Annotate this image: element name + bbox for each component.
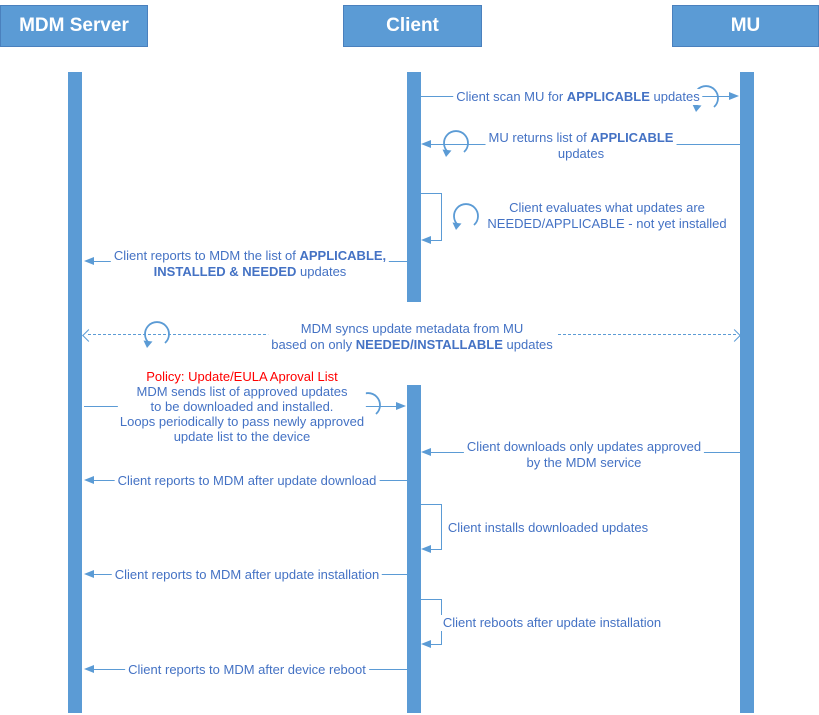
message-5-arrowhead-right bbox=[728, 329, 741, 342]
policy-annotation: Policy: Update/EULA Aproval List bbox=[146, 369, 338, 384]
message-6-label: Policy: Update/EULA Aproval List MDM sen… bbox=[117, 369, 367, 444]
message-9-arrowhead bbox=[421, 545, 431, 553]
message-9-loop-top bbox=[421, 504, 442, 505]
message-1-arrowhead bbox=[729, 92, 739, 100]
message-11-label: Client reboots after update installation bbox=[439, 615, 665, 631]
message-3-arrowhead bbox=[421, 236, 431, 244]
loop-icon bbox=[143, 321, 170, 348]
actor-box-mdm-server: MDM Server bbox=[0, 5, 148, 47]
message-9-label: Client installs downloaded updates bbox=[444, 520, 652, 536]
message-9-loop-side bbox=[441, 504, 442, 550]
message-10-arrowhead bbox=[84, 570, 94, 578]
message-2-label: MU returns list of APPLICABLE updates bbox=[485, 130, 677, 162]
message-5-label: MDM syncs update metadata from MU based … bbox=[268, 321, 556, 353]
actor-box-client: Client bbox=[343, 5, 482, 47]
message-3-loop-bottom bbox=[429, 240, 442, 241]
message-7-label: Client downloads only updates approved b… bbox=[463, 439, 705, 471]
message-11-loop-top bbox=[421, 599, 442, 600]
message-4-label: Client reports to MDM the list of APPLIC… bbox=[110, 248, 390, 280]
message-11-loop-bottom bbox=[429, 644, 442, 645]
message-2-arrowhead bbox=[421, 140, 431, 148]
lifeline-mdm-server bbox=[68, 72, 82, 713]
message-3-label: Client evaluates what updates are NEEDED… bbox=[484, 200, 730, 232]
message-3-loop-top bbox=[421, 193, 442, 194]
lifeline-mu bbox=[740, 72, 754, 713]
loop-icon bbox=[442, 130, 469, 157]
message-8-label: Client reports to MDM after update downl… bbox=[114, 473, 380, 489]
message-8-arrowhead bbox=[84, 476, 94, 484]
message-9-loop-bottom bbox=[429, 549, 442, 550]
message-7-arrowhead bbox=[421, 448, 431, 456]
loop-icon bbox=[452, 203, 479, 230]
message-4-arrowhead bbox=[84, 257, 94, 265]
message-1-label: Client scan MU for APPLICABLE updates bbox=[453, 89, 703, 105]
message-5-arrowhead-left bbox=[82, 329, 95, 342]
lifeline-client-upper bbox=[407, 72, 421, 302]
message-10-label: Client reports to MDM after update insta… bbox=[111, 567, 383, 583]
message-6-arrowhead bbox=[396, 402, 406, 410]
message-12-label: Client reports to MDM after device reboo… bbox=[125, 662, 369, 678]
message-11-arrowhead bbox=[421, 640, 431, 648]
lifeline-client-lower bbox=[407, 385, 421, 713]
actor-box-mu: MU bbox=[672, 5, 819, 47]
message-12-arrowhead bbox=[84, 665, 94, 673]
message-3-loop-side bbox=[441, 193, 442, 241]
